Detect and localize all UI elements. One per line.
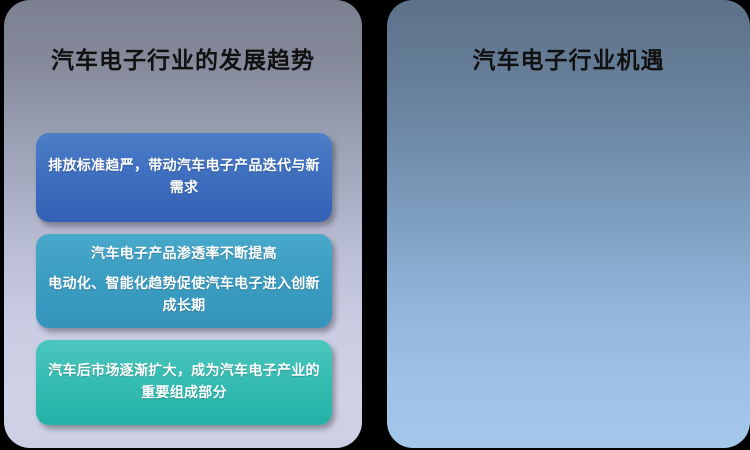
trend-box-2-line-2: 电动化、智能化趋势促使汽车电子进入创新成长期 — [48, 276, 320, 314]
trend-box-3-line-1: 汽车后市场逐渐扩大，成为汽车电子产业的重要组成部分 — [48, 362, 320, 401]
trend-box-2-line-1: 汽车电子产品渗透率不断提高 — [91, 246, 277, 263]
trend-box-2[interactable]: 汽车电子产品渗透率不断提高 电动化、智能化趋势促使汽车电子进入创新成长期 — [36, 234, 332, 328]
panel-trends-title: 汽车电子行业的发展趋势 — [51, 48, 315, 74]
panel-opportunities: 汽车电子行业机遇 产业政策大力扶持 下游市场规模广阔 汽车电子技术应用及渗透率不… — [387, 0, 750, 448]
trend-box-1[interactable]: 排放标准趋严，带动汽车电子产品迭代与新需求 — [36, 133, 332, 222]
panel-opportunities-title: 汽车电子行业机遇 — [472, 48, 665, 74]
panel-trends: 汽车电子行业的发展趋势 排放标准趋严，带动汽车电子产品迭代与新需求 汽车电子产品… — [4, 0, 362, 448]
trend-box-1-line-1: 排放标准趋严，带动汽车电子产品迭代与新需求 — [48, 157, 320, 196]
trend-box-3[interactable]: 汽车后市场逐渐扩大，成为汽车电子产业的重要组成部分 — [36, 340, 332, 425]
